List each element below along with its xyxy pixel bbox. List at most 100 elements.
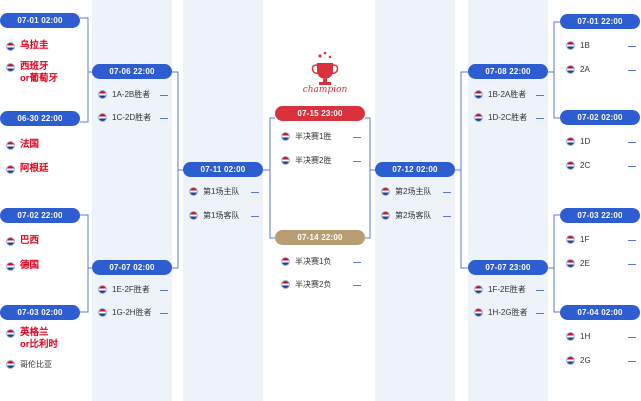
team-name: 1B [580, 41, 590, 50]
dash-icon [160, 290, 168, 291]
team-name: 哥伦比亚 [20, 360, 52, 369]
team-flag-icon [566, 356, 575, 365]
team-name: 1G-2H胜者 [112, 308, 152, 317]
match-date: 07-04 02:00 [560, 305, 640, 320]
match-date: 07-11 02:00 [183, 162, 263, 177]
team-name: 半决赛2胜 [295, 156, 332, 165]
team-name: 1E-2F胜者 [112, 285, 150, 294]
dash-icon [160, 95, 168, 96]
team-name: 2E [580, 259, 590, 268]
team-flag-icon [281, 280, 290, 289]
match-r16-left-1[interactable]: 07-01 02:00 乌拉圭 西班牙 or葡萄牙 [0, 13, 80, 84]
match-r16-right-2[interactable]: 07-02 02:00 1D 2C [560, 110, 640, 170]
match-date: 07-02 02:00 [560, 110, 640, 125]
team-flag-icon [566, 259, 575, 268]
team-name: 英格兰 or比利时 [20, 327, 59, 350]
champion-label: champion [302, 85, 348, 95]
match-date: 07-02 22:00 [0, 208, 80, 223]
dash-icon [160, 313, 168, 314]
team-flag-icon [6, 63, 15, 72]
team-name: 1D [580, 137, 591, 146]
dash-icon [536, 313, 544, 314]
dash-icon [628, 337, 636, 338]
match-date: 07-03 02:00 [0, 305, 80, 320]
team-flag-icon [281, 156, 290, 165]
dash-icon [353, 262, 361, 263]
team-flag-icon [6, 360, 15, 369]
match-date: 07-15 23:00 [275, 106, 365, 121]
match-date: 07-01 22:00 [560, 14, 640, 29]
dash-icon [251, 216, 259, 217]
match-date: 07-08 22:00 [468, 64, 548, 79]
team-name: 1F-2E胜者 [488, 285, 526, 294]
match-r16-left-2[interactable]: 06-30 22:00 法国 阿根廷 [0, 111, 80, 174]
team-flag-icon [6, 165, 15, 174]
team-flag-icon [281, 257, 290, 266]
match-r16-right-3[interactable]: 07-03 22:00 1F 2E [560, 208, 640, 268]
match-r16-right-1[interactable]: 07-01 22:00 1B 2A [560, 14, 640, 74]
team-flag-icon [189, 187, 198, 196]
team-flag-icon [98, 308, 107, 317]
team-flag-icon [6, 237, 15, 246]
team-flag-icon [474, 308, 483, 317]
team-name: 1H [580, 332, 591, 341]
team-name: 半决赛1负 [295, 257, 332, 266]
match-final[interactable]: 07-15 23:00 半决赛1胜 半决赛2胜 [275, 106, 365, 165]
match-qf-right-2[interactable]: 07-07 23:00 1F-2E胜者 1H-2G胜者 [468, 260, 548, 317]
match-date: 07-07 23:00 [468, 260, 548, 275]
dash-icon [353, 137, 361, 138]
team-name: 第1场客队 [203, 211, 240, 220]
match-sf-right[interactable]: 07-12 02:00 第2场主队 第2场客队 [375, 162, 455, 220]
match-date: 07-03 22:00 [560, 208, 640, 223]
team-flag-icon [281, 132, 290, 141]
team-flag-icon [566, 235, 575, 244]
match-sf-left[interactable]: 07-11 02:00 第1场主队 第1场客队 [183, 162, 263, 220]
team-flag-icon [566, 332, 575, 341]
dash-icon [628, 166, 636, 167]
dash-icon [536, 290, 544, 291]
team-name: 1H-2G胜者 [488, 308, 528, 317]
team-name: 2G [580, 356, 591, 365]
team-name: 2C [580, 161, 591, 170]
dash-icon [536, 118, 544, 119]
dash-icon [353, 285, 361, 286]
match-r16-left-3[interactable]: 07-02 22:00 巴西 德国 [0, 208, 80, 271]
team-name: 1D-2C胜者 [488, 113, 528, 122]
dash-icon [628, 240, 636, 241]
match-qf-left-2[interactable]: 07-07 02:00 1E-2F胜者 1G-2H胜者 [92, 260, 172, 317]
team-name: 阿根廷 [20, 163, 49, 174]
team-name: 巴西 [20, 235, 40, 246]
team-name: 半决赛1胜 [295, 132, 332, 141]
match-qf-left-1[interactable]: 07-06 22:00 1A-2B胜者 1C-2D胜者 [92, 64, 172, 122]
team-flag-icon [474, 90, 483, 99]
team-name: 1F [580, 235, 590, 244]
team-flag-icon [6, 42, 15, 51]
match-date: 07-12 02:00 [375, 162, 455, 177]
team-flag-icon [474, 285, 483, 294]
team-name: 法国 [20, 139, 40, 150]
match-date: 07-07 02:00 [92, 260, 172, 275]
team-flag-icon [6, 141, 15, 150]
match-qf-right-1[interactable]: 07-08 22:00 1B-2A胜者 1D-2C胜者 [468, 64, 548, 122]
team-name: 1A-2B胜者 [112, 90, 151, 99]
match-r16-right-4[interactable]: 07-04 02:00 1H 2G [560, 305, 640, 365]
team-name: 第2场客队 [395, 211, 432, 220]
dash-icon [628, 361, 636, 362]
team-name: 1C-2D胜者 [112, 113, 152, 122]
team-name: 西班牙 or葡萄牙 [20, 61, 59, 84]
team-flag-icon [98, 285, 107, 294]
team-flag-icon [381, 187, 390, 196]
match-date: 07-14 22:00 [275, 230, 365, 245]
trophy-icon [311, 51, 339, 85]
dash-icon [251, 192, 259, 193]
match-r16-left-4[interactable]: 07-03 02:00 英格兰 or比利时 哥伦比亚 [0, 305, 80, 369]
dash-icon [628, 70, 636, 71]
team-flag-icon [474, 113, 483, 122]
dash-icon [443, 216, 451, 217]
match-third-place[interactable]: 07-14 22:00 半决赛1负 半决赛2负 [275, 230, 365, 289]
match-date: 06-30 22:00 [0, 111, 80, 126]
team-name: 半决赛2负 [295, 280, 332, 289]
team-name: 德国 [20, 260, 40, 271]
team-flag-icon [566, 161, 575, 170]
